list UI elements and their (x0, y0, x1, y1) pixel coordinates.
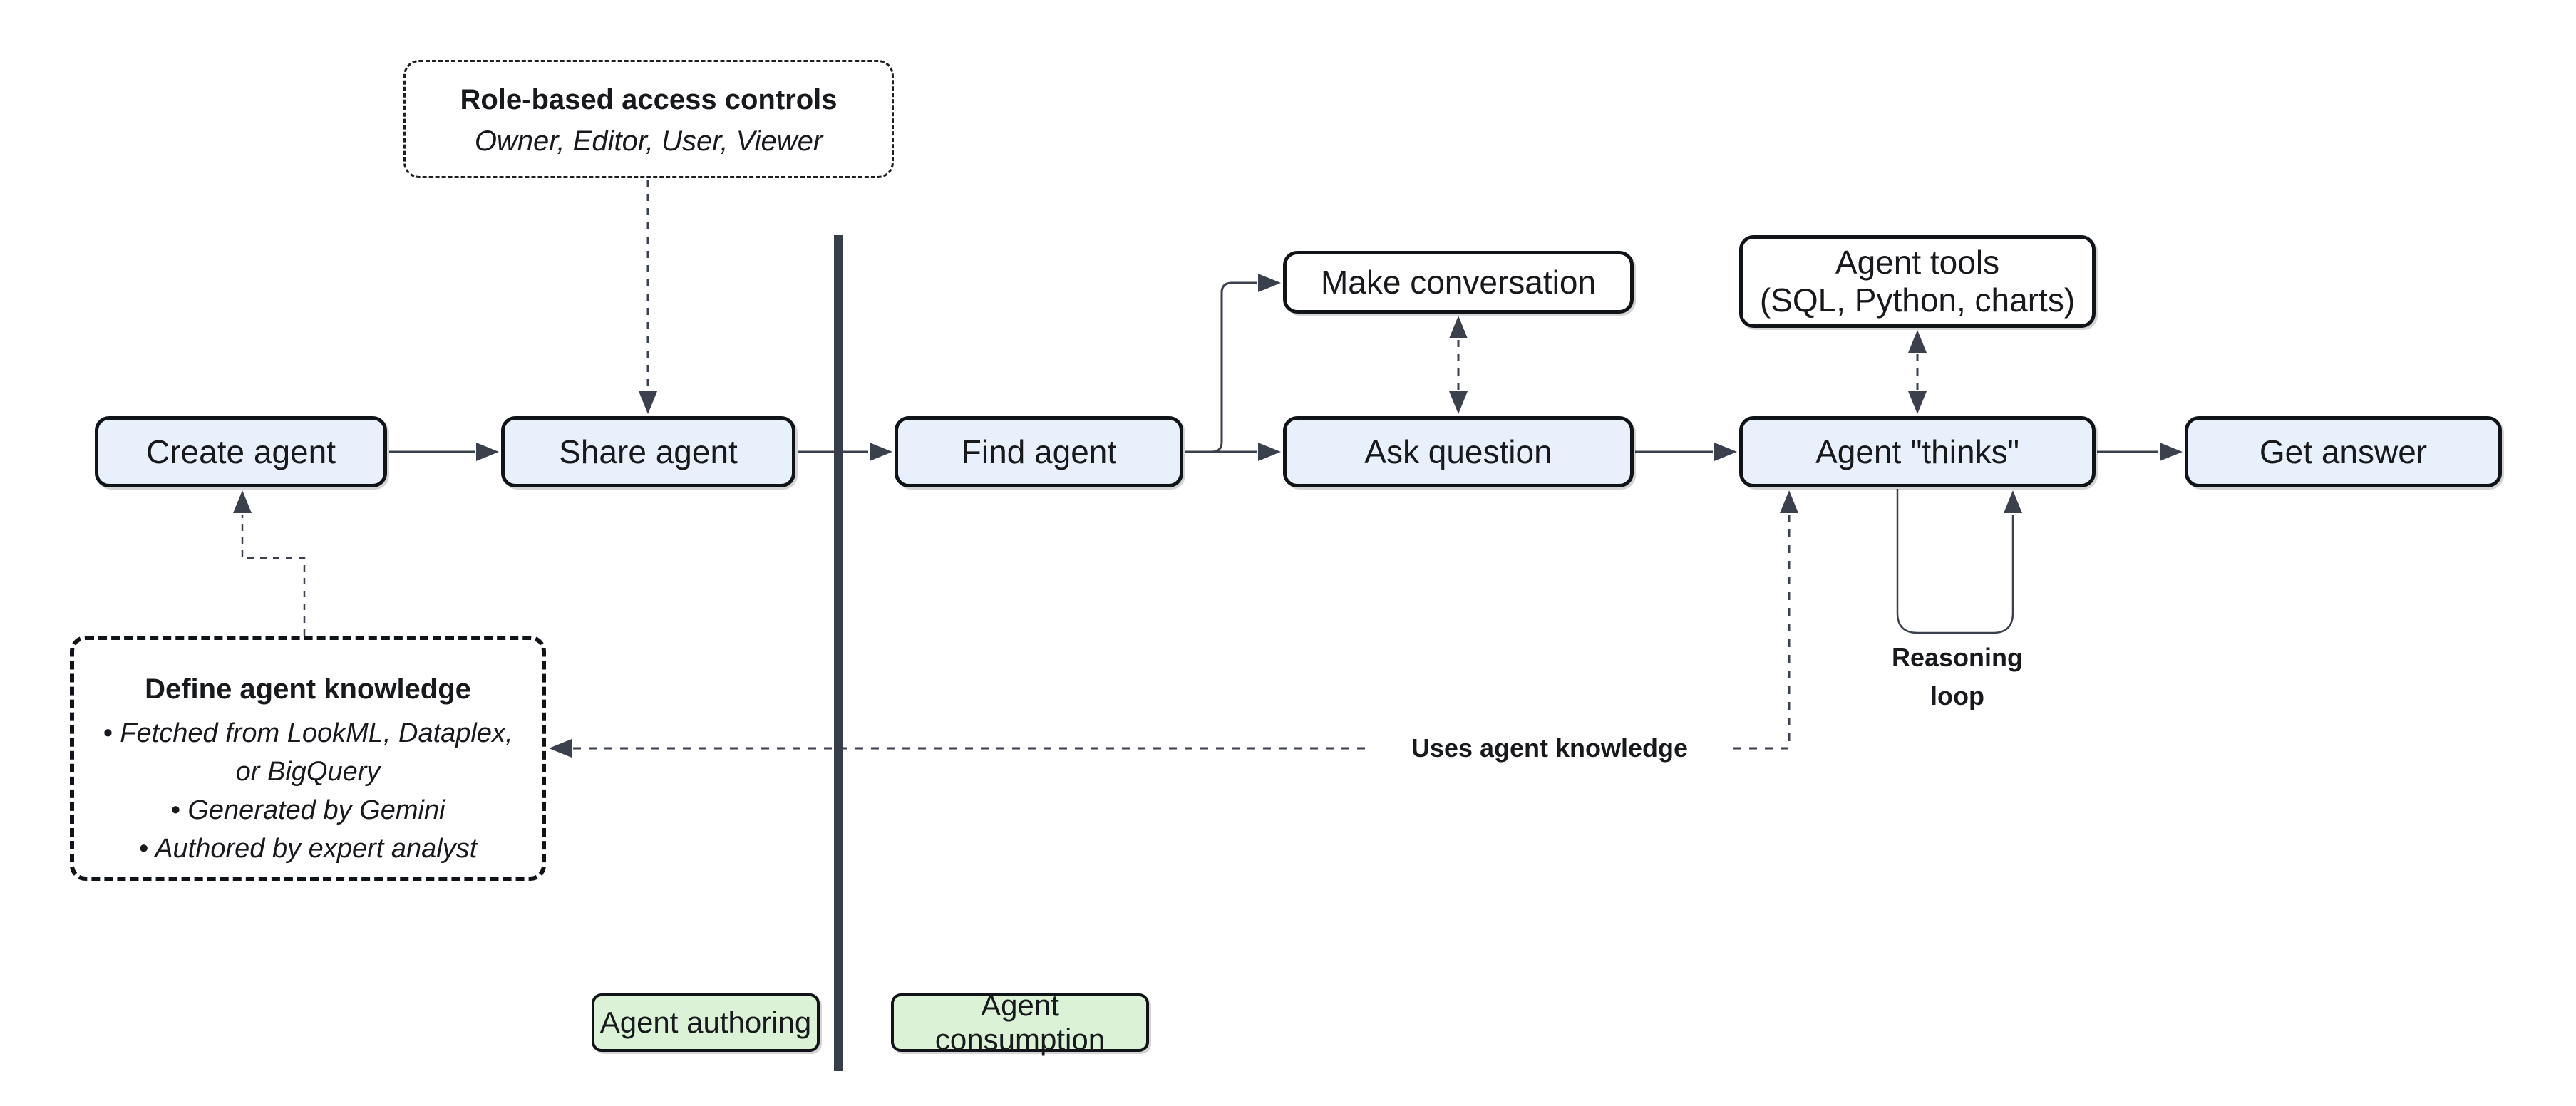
node-get-answer[interactable]: Get answer (2185, 416, 2502, 487)
arrowhead-into-thinks (1714, 443, 1737, 461)
define-knowledge-bullet: or BigQuery (235, 757, 381, 787)
node-agent-thinks-label: Agent "thinks" (1815, 433, 2019, 470)
define-knowledge-bullet: • Fetched from LookML, Dataplex, (103, 718, 513, 748)
node-agent-tools-line2: (SQL, Python, charts) (1759, 281, 2076, 319)
node-create-agent-label: Create agent (146, 433, 336, 470)
node-share-agent[interactable]: Share agent (501, 416, 795, 487)
reasoning-loop-label: Reasoning loop (1866, 639, 2049, 715)
define-knowledge-bullet: • Authored by expert analyst (138, 834, 478, 864)
node-find-agent-label: Find agent (961, 433, 1117, 470)
arrowhead-into-find (870, 443, 892, 461)
define-knowledge-note: Define agent knowledge • Fetched from Lo… (70, 636, 546, 881)
node-get-answer-label: Get answer (2259, 433, 2428, 470)
node-make-conversation-label: Make conversation (1320, 263, 1597, 301)
zone-divider (834, 235, 843, 1071)
uses-agent-knowledge-label: Uses agent knowledge (1369, 727, 1731, 770)
arrowhead-knowledge-up-into-thinks (1780, 490, 1798, 513)
badge-agent-consumption: Agent consumption (891, 988, 1149, 1056)
define-knowledge-bullet: • Generated by Gemini (170, 795, 445, 825)
edge-define-to-create (241, 515, 306, 636)
node-share-agent-label: Share agent (559, 433, 738, 470)
node-find-agent[interactable]: Find agent (895, 416, 1183, 487)
arrowhead-into-share (476, 443, 499, 461)
role-access-note: Role-based access controls Owner, Editor… (403, 60, 894, 178)
arrowhead-ask-down (1449, 391, 1468, 414)
node-agent-thinks[interactable]: Agent "thinks" (1739, 416, 2096, 487)
node-agent-tools-line1: Agent tools (1835, 244, 2000, 281)
arrowhead-into-ask (1258, 443, 1281, 461)
arrowhead-create-up (233, 490, 252, 513)
badge-agent-authoring: Agent authoring (592, 993, 820, 1052)
badge-agent-authoring-label: Agent authoring (599, 1006, 812, 1039)
arrowhead-tools-up (1908, 330, 1927, 353)
node-agent-tools[interactable]: Agent tools (SQL, Python, charts) (1739, 235, 2096, 328)
role-access-subtitle: Owner, Editor, User, Viewer (474, 125, 823, 157)
edge-uses-agent-knowledge (573, 515, 1791, 750)
arrowhead-loop-into-thinks (2004, 490, 2022, 513)
arrowhead-thinks-down (1908, 391, 1927, 414)
arrowhead-into-get-answer (2160, 443, 2183, 461)
node-ask-question-label: Ask question (1364, 433, 1552, 470)
arrowhead-make-up (1449, 316, 1468, 338)
define-knowledge-title: Define agent knowledge (145, 673, 471, 705)
edge-reasoning-loop (1896, 489, 2014, 634)
badge-agent-consumption-label: Agent consumption (934, 988, 1106, 1056)
edge-find-to-make-conversation (1185, 281, 1257, 453)
arrowhead-knowledge-left-into-define (549, 739, 572, 758)
node-ask-question[interactable]: Ask question (1283, 416, 1634, 487)
arrowhead-role-down (639, 391, 657, 414)
node-make-conversation[interactable]: Make conversation (1283, 251, 1634, 314)
arrowhead-into-make-conversation (1258, 274, 1281, 292)
reasoning-loop-label-line2: loop (1930, 681, 1984, 710)
role-access-title: Role-based access controls (460, 84, 838, 115)
node-create-agent[interactable]: Create agent (95, 416, 387, 487)
reasoning-loop-label-line1: Reasoning (1891, 643, 2024, 672)
